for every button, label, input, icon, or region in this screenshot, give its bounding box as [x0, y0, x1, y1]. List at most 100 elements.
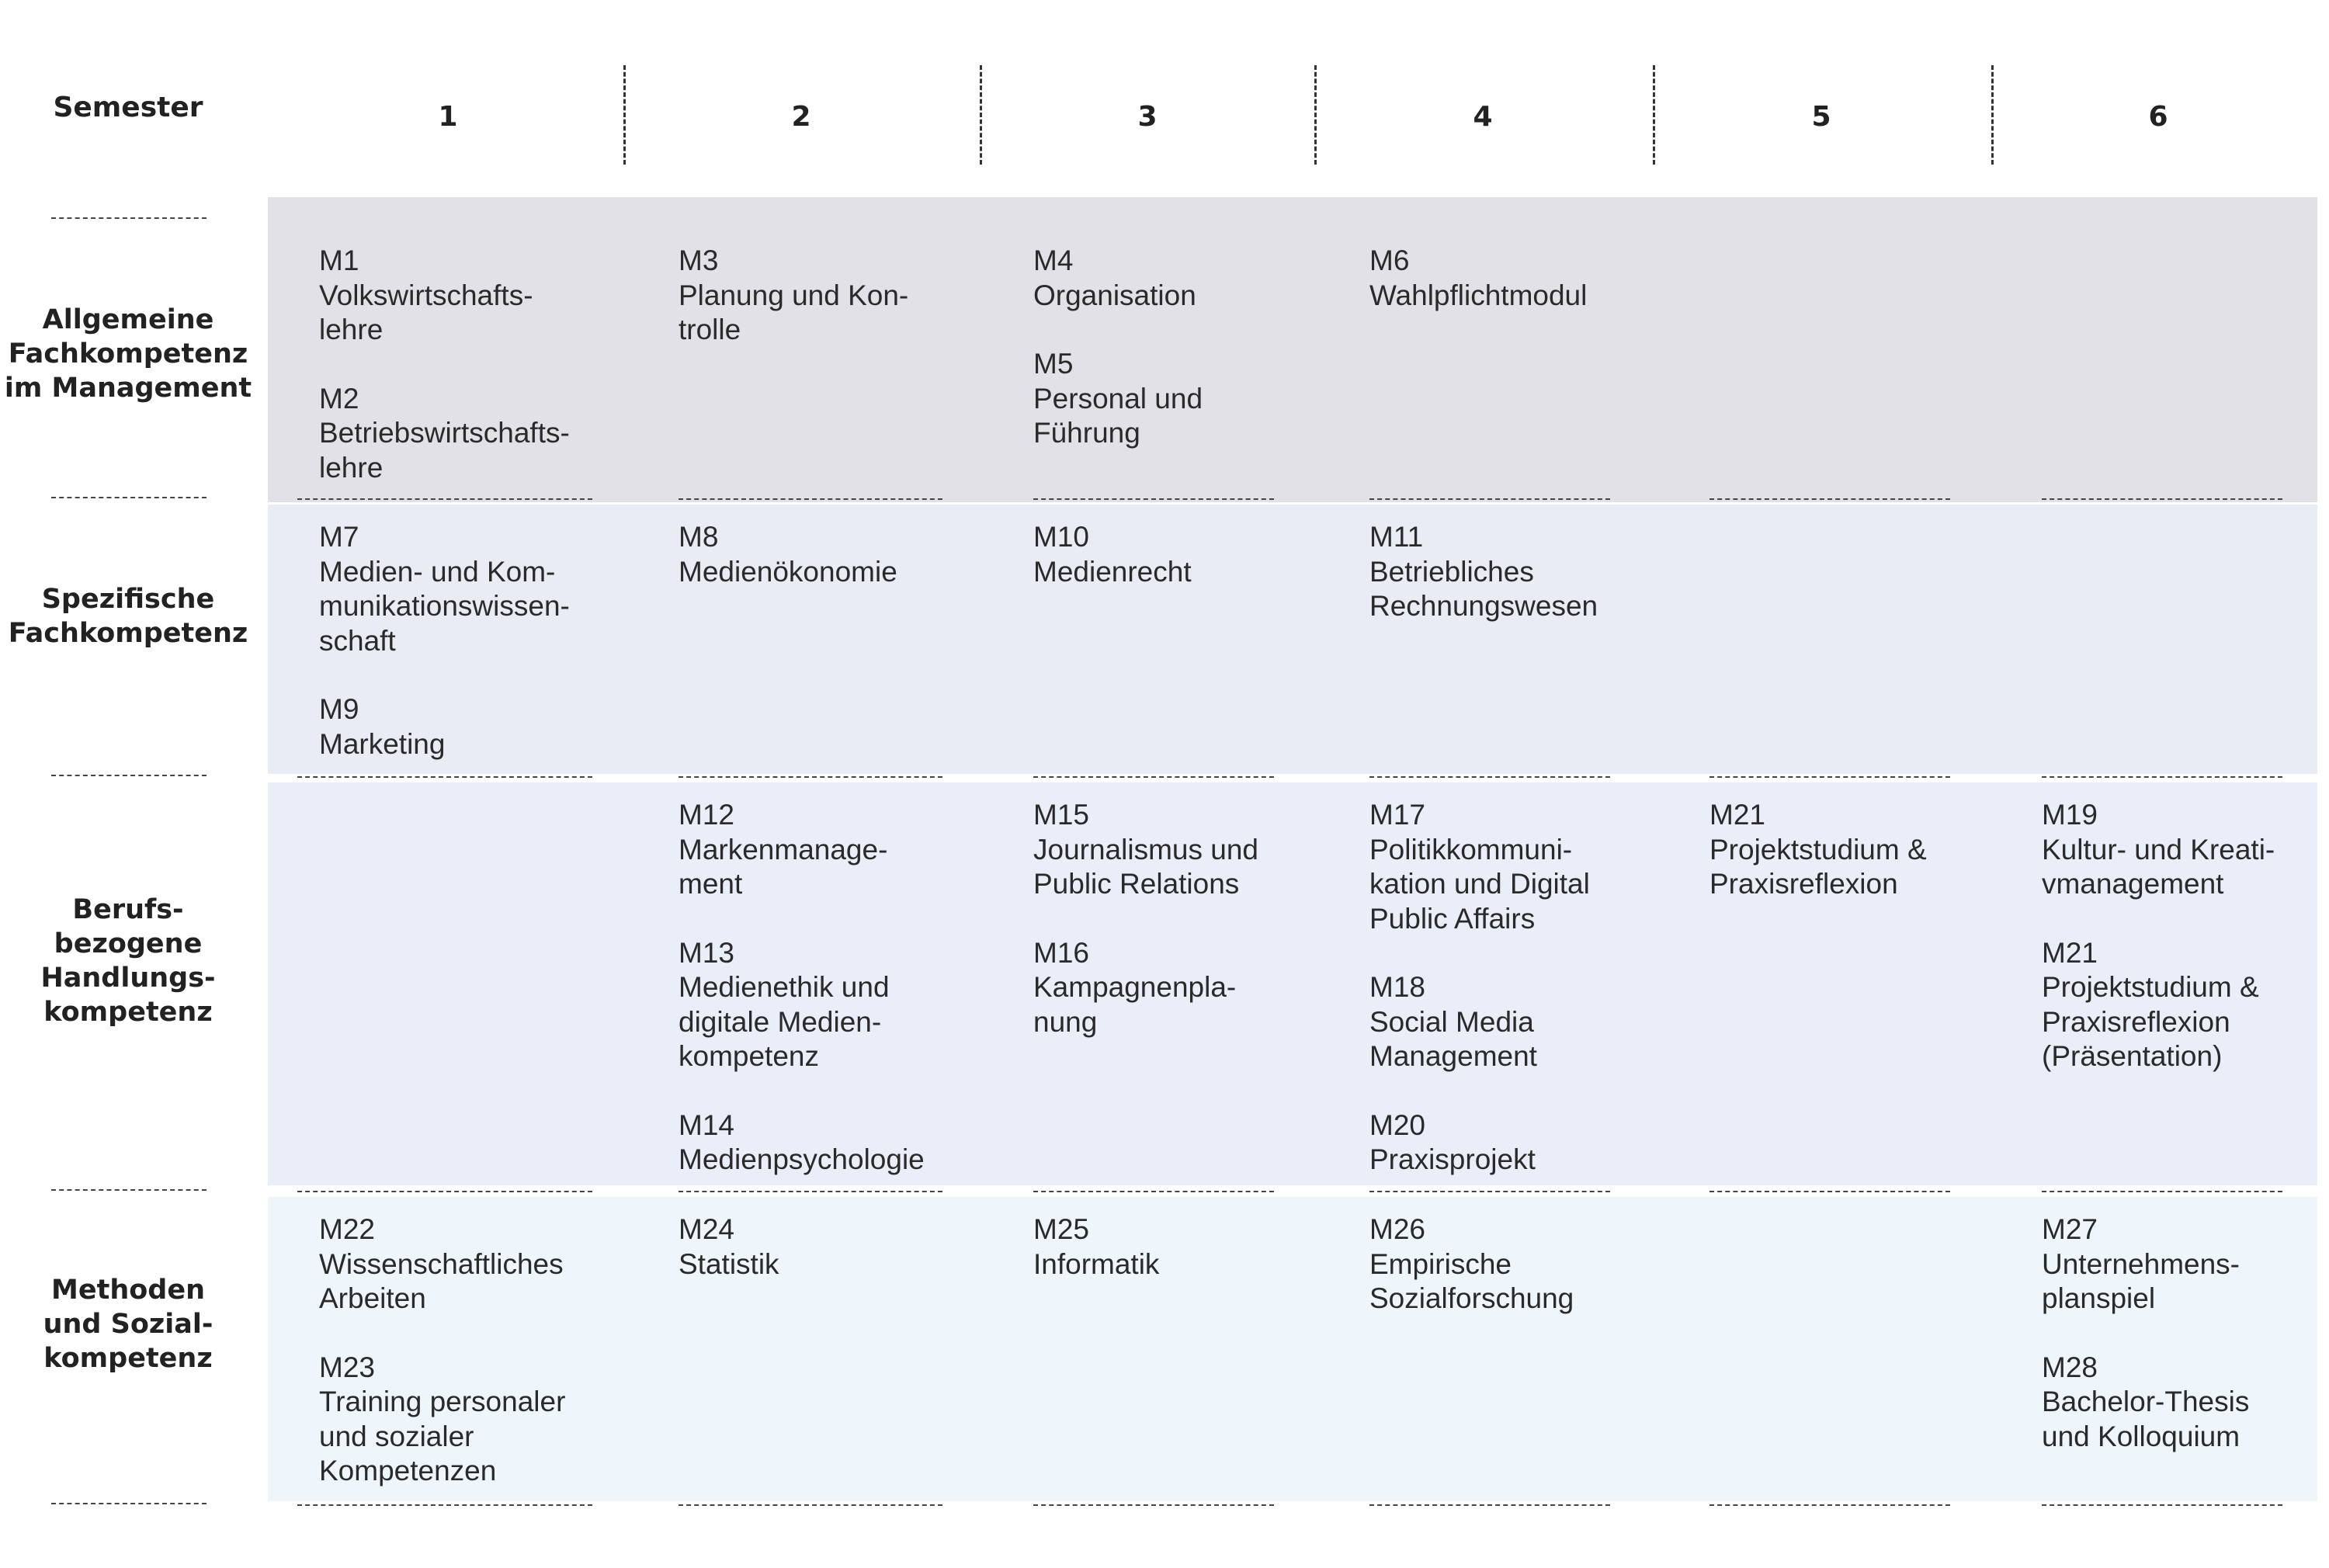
module-title: Projektstudium & Praxisreflexion [1709, 833, 1927, 900]
semester-divider [1991, 65, 1994, 165]
cell-divider [1033, 1191, 1274, 1192]
semester-divider [1314, 65, 1317, 165]
row-band-1 [268, 197, 2317, 502]
module-title: Wissenschaftliches Arbeiten [319, 1247, 564, 1315]
semester-number-2: 2 [791, 101, 811, 133]
module-code: M8 [679, 521, 719, 553]
module-code: M13 [679, 936, 734, 969]
module-title: Praxisprojekt [1369, 1143, 1536, 1175]
row-divider [51, 217, 207, 219]
module-title: Betriebliches Rechnungswesen [1369, 555, 1598, 623]
module-code: M3 [679, 245, 719, 276]
module-title: Marketing [319, 727, 446, 760]
cell-divider [679, 1191, 942, 1192]
module-code: M4 [1033, 245, 1074, 276]
semester-divider [980, 65, 982, 165]
module-title: Medienethik und digitale Medien- kompete… [679, 971, 890, 1072]
cell-divider [297, 1504, 592, 1506]
row-divider [51, 1503, 207, 1504]
semester-divider [623, 65, 626, 165]
module-title: Journalismus und Public Relations [1033, 833, 1258, 900]
row-divider [51, 1189, 207, 1191]
cell-divider [2042, 776, 2282, 778]
module-code: M25 [1033, 1213, 1089, 1245]
semester-number-1: 1 [438, 101, 458, 133]
row-label: Spezifische Fachkompetenz [8, 584, 248, 649]
module-code: M17 [1369, 799, 1425, 831]
module-title: Medien- und Kom- munikationswissen- scha… [319, 555, 570, 657]
module-code: M21 [1709, 799, 1765, 831]
module-code: M6 [1369, 245, 1410, 276]
cell-divider [679, 1504, 942, 1506]
row-divider [51, 775, 207, 776]
row-label: Allgemeine Fachkompetenz im Management [4, 304, 252, 404]
module-title: Social Media Management [1369, 1005, 1537, 1073]
row-divider [51, 497, 207, 498]
cell-divider [297, 776, 592, 778]
cell-divider [1369, 1504, 1610, 1506]
module-code: M22 [319, 1213, 375, 1245]
row-label: Methoden und Sozial- kompetenz [43, 1275, 213, 1374]
cell-divider [1709, 1504, 1950, 1506]
module-title: Volkswirtschafts- lehre [319, 279, 533, 346]
cell-divider [1033, 498, 1274, 500]
module-code: M27 [2042, 1213, 2098, 1245]
module-title: Wahlpflichtmodul [1369, 279, 1588, 311]
module-code: M28 [2042, 1351, 2098, 1383]
module-title: Empirische Sozialforschung [1369, 1247, 1574, 1315]
cell-divider [1033, 1504, 1274, 1506]
module-code: M23 [319, 1351, 375, 1383]
module-title: Organisation [1033, 279, 1196, 311]
row-band-3 [268, 782, 2317, 1185]
cell-divider [1709, 1191, 1950, 1192]
row-band-4 [268, 1197, 2317, 1501]
cell-divider [1709, 498, 1950, 500]
module-title: Markenmanage- ment [679, 833, 888, 900]
cell-divider [679, 498, 942, 500]
cell-divider [2042, 498, 2282, 500]
module-code: M14 [679, 1108, 734, 1141]
semester-header-label: Semester [53, 92, 203, 123]
module-title: Bachelor-Thesis und Kolloquium [2042, 1386, 2250, 1452]
module-title: Training personaler und sozialer Kompete… [319, 1386, 566, 1486]
module-title: Kampagnenpla- nung [1033, 971, 1237, 1038]
module-code: M21 [2042, 936, 2098, 969]
module-code: M19 [2042, 799, 2098, 831]
module-title: Kultur- und Kreati- vmanagement [2042, 833, 2275, 900]
module-code: M16 [1033, 936, 1089, 969]
cell-divider [1369, 776, 1610, 778]
